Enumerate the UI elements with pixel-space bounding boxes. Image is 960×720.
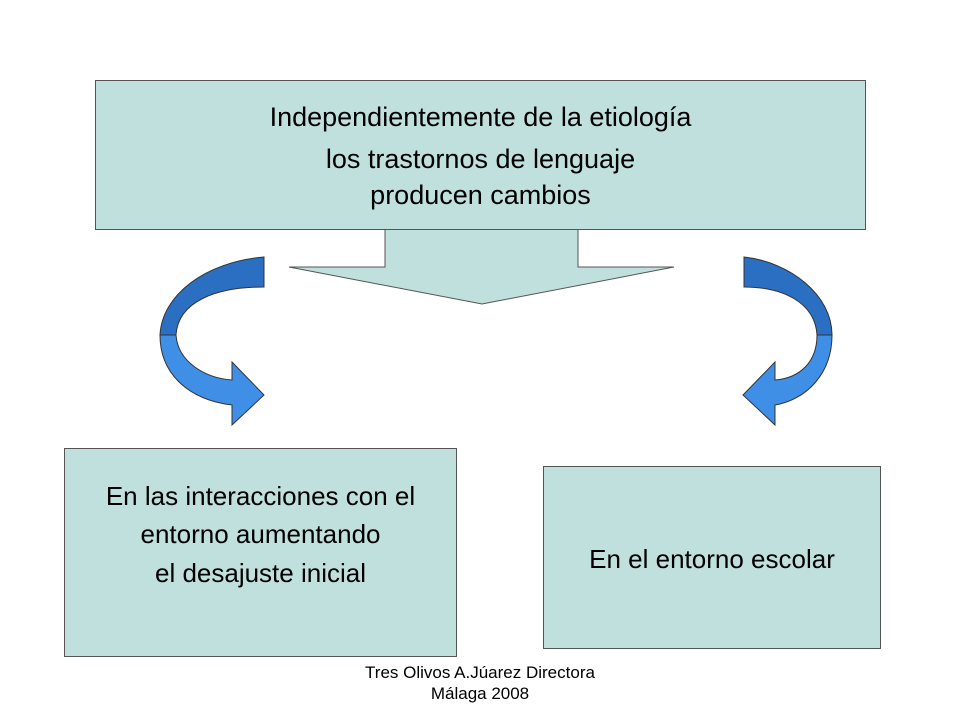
school-environment-label: En el entorno escolar (589, 544, 835, 574)
main-statement-line-2: los trastornos de lenguaje (325, 144, 636, 174)
interactions-line-2: entorno aumentando (140, 519, 381, 549)
interactions-line-1: En las interacciones con el (105, 481, 416, 511)
main-statement-box: Independientemente de la etiología los t… (95, 80, 866, 230)
curved-arrow-right-icon (742, 256, 833, 427)
interactions-line-3: el desajuste inicial (154, 558, 366, 588)
interactions-box: En las interacciones con el entorno aume… (64, 448, 457, 657)
curved-arrow-left-icon (159, 256, 265, 427)
footer-credit-line-1: Tres Olivos A.Júarez Directora (365, 663, 595, 682)
footer-credit: Tres Olivos A.Júarez Directora Málaga 20… (330, 662, 630, 704)
school-environment-box: En el entorno escolar (543, 466, 881, 649)
main-statement-line-1: Independientemente de la etiología (269, 102, 692, 132)
footer-credit-line-2: Málaga 2008 (430, 684, 530, 703)
down-arrow (288, 229, 675, 305)
main-statement-line-3: producen cambios (370, 180, 591, 210)
